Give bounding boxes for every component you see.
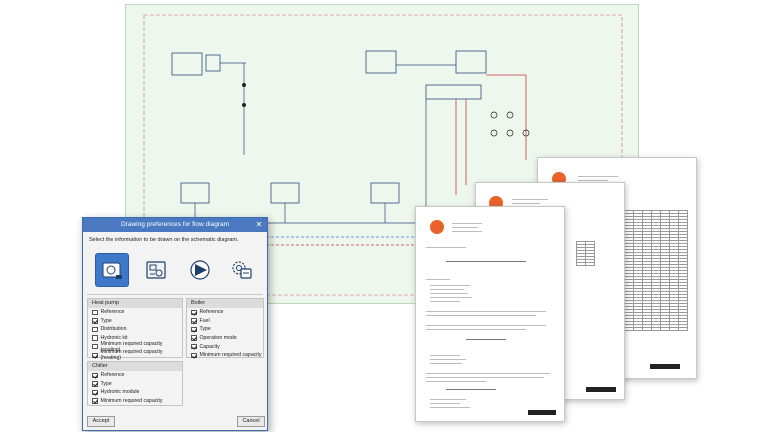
boiler-button[interactable] <box>225 253 259 287</box>
checkbox[interactable] <box>191 318 197 324</box>
checkbox[interactable] <box>92 381 98 387</box>
checkbox[interactable] <box>92 318 98 324</box>
option-label: Hydronic module <box>100 389 140 396</box>
option-label: Capacity <box>199 343 220 350</box>
heat-pump-option[interactable]: Distribution <box>88 325 182 334</box>
heat-pump-group-title: Heat pump <box>88 299 182 308</box>
boiler-option[interactable]: Capacity <box>187 342 263 351</box>
boiler-option[interactable]: Minimum required capacity <box>187 351 263 360</box>
chiller-group-title: Chiller <box>88 362 182 371</box>
dialog-instruction: Select the information to be drawn on th… <box>89 237 239 243</box>
option-label: Type <box>199 326 211 333</box>
checkbox[interactable] <box>191 343 197 350</box>
option-label: Type <box>100 380 112 387</box>
heat-pump-icon <box>102 262 122 279</box>
close-icon[interactable]: ✕ <box>255 220 263 229</box>
option-label: Type <box>100 317 112 324</box>
option-label: Minimum required capacity <box>100 398 163 405</box>
option-label: Reference <box>199 309 224 316</box>
boiler-option[interactable]: Operation mode <box>187 334 263 343</box>
boiler-option[interactable]: Fuel <box>187 317 263 326</box>
heat-pump-option[interactable]: Hydronic kit <box>88 334 182 343</box>
chiller-button[interactable] <box>139 253 173 287</box>
option-label: Hydronic kit <box>100 335 128 342</box>
checkbox[interactable] <box>92 372 98 379</box>
boiler-option[interactable]: Type <box>187 325 263 334</box>
heat-pump-option[interactable]: Minimum required capacity (cooling) <box>88 340 182 353</box>
heat-pump-option[interactable]: Reference <box>88 308 182 317</box>
checkbox[interactable] <box>191 309 197 316</box>
checkbox[interactable] <box>92 398 98 404</box>
toolbar-separator <box>87 294 263 295</box>
pump-button[interactable] <box>183 253 217 287</box>
checkbox[interactable] <box>92 335 98 341</box>
report-page-front <box>415 206 565 422</box>
option-label: Minimum required capacity (cooling) <box>100 340 163 353</box>
option-label: Minimum required capacity (heating) <box>100 349 163 362</box>
dialog-title: Drawing preferences for flow diagram <box>83 218 267 232</box>
option-label: Operation mode <box>199 335 237 342</box>
heat-pump-button[interactable] <box>95 253 129 287</box>
pump-icon <box>190 260 210 280</box>
option-label: Reference <box>100 372 125 379</box>
option-label: Distribution <box>100 326 127 333</box>
boiler-option[interactable]: Reference <box>187 308 263 317</box>
chiller-option[interactable]: Minimum required capacity <box>88 397 182 406</box>
checkbox[interactable] <box>191 352 197 359</box>
company-logo-icon <box>430 220 444 234</box>
accept-button[interactable]: Accept <box>87 416 115 427</box>
checkbox[interactable] <box>191 335 197 341</box>
heat-pump-option[interactable]: Type <box>88 317 182 326</box>
boiler-icon <box>232 261 252 279</box>
drawing-preferences-dialog: Drawing preferences for flow diagram ✕ S… <box>82 217 268 431</box>
cancel-button[interactable]: Cancel <box>237 416 265 427</box>
option-label: Fuel <box>199 317 210 324</box>
checkbox[interactable] <box>92 343 98 350</box>
chiller-option[interactable]: Hydronic module <box>88 388 182 397</box>
checkbox[interactable] <box>92 326 98 333</box>
boiler-group-title: Boiler <box>187 299 263 308</box>
checkbox[interactable] <box>92 389 98 396</box>
checkbox[interactable] <box>92 352 98 359</box>
chiller-option[interactable]: Reference <box>88 371 182 380</box>
checkbox[interactable] <box>92 309 98 316</box>
category-toolbar <box>83 249 267 293</box>
option-label: Reference <box>100 309 125 316</box>
option-label: Minimum required capacity <box>199 352 262 359</box>
heat-pump-option[interactable]: Minimum required capacity (heating) <box>88 349 182 362</box>
chiller-icon <box>146 261 166 279</box>
checkbox[interactable] <box>191 326 197 333</box>
chiller-option[interactable]: Type <box>88 380 182 389</box>
